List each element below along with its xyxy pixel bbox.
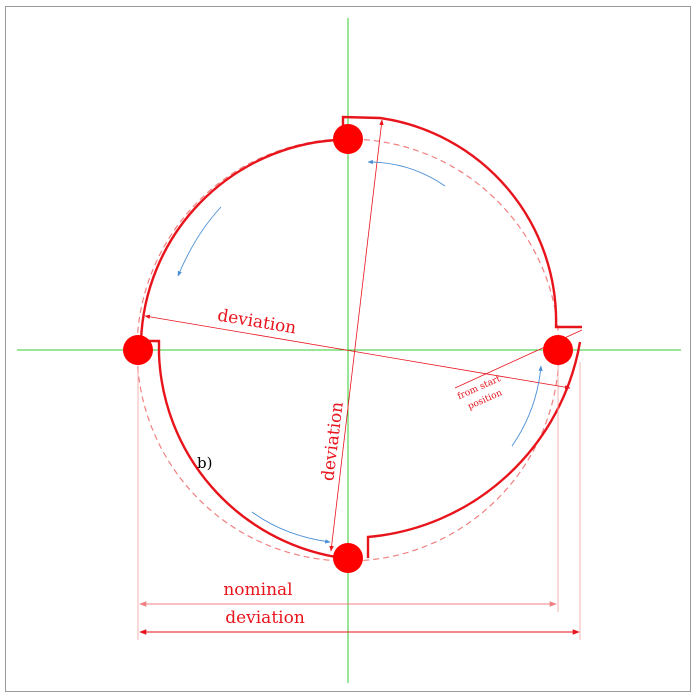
contact-point-top-icon	[333, 124, 363, 154]
label-nominal: nominal	[223, 580, 292, 600]
rotation-arrow-left-icon	[177, 206, 222, 277]
rotation-arrows	[177, 159, 543, 544]
rotation-arrow-top-icon	[367, 159, 446, 187]
label-deviation-vertical: deviation	[318, 401, 348, 482]
contact-point-left-icon	[123, 335, 153, 365]
rotation-arrow-right-icon	[511, 365, 543, 447]
projection-lines	[137, 356, 581, 640]
label-deviation-bottom: deviation	[225, 608, 305, 628]
deviated-profile	[138, 115, 582, 559]
label-deviation-horizontal: deviation	[216, 306, 298, 339]
contact-point-bottom-icon	[333, 543, 363, 573]
rotation-arrow-bottom-icon	[251, 511, 331, 544]
contact-points	[123, 124, 573, 573]
deviation-line-vertical	[329, 119, 384, 552]
contact-point-right-icon	[543, 335, 573, 365]
panel-letter: b)	[197, 454, 212, 472]
